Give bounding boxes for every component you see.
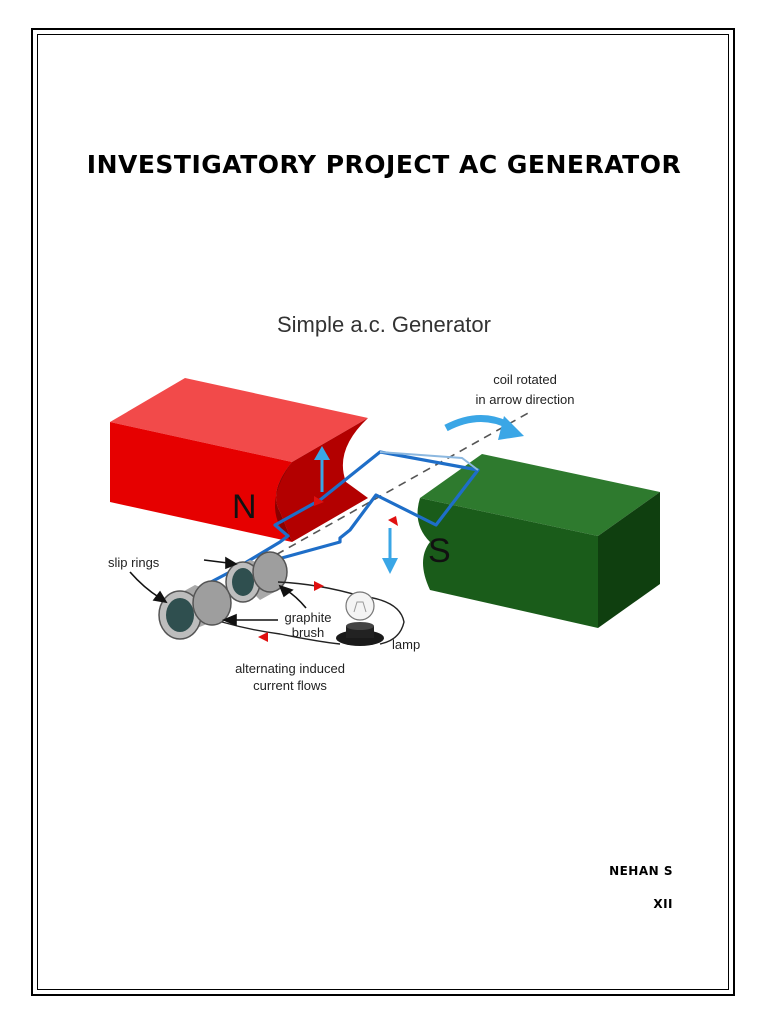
coil-label-line1: coil rotated (493, 372, 557, 387)
graphite-label-line2: brush (292, 625, 325, 640)
south-label: S (428, 532, 451, 570)
rotation-arrowhead (498, 416, 524, 440)
slip-rings-pointers (129, 556, 238, 604)
author-name: NEHAN S (609, 864, 673, 878)
graphite-label-line1: graphite (285, 610, 332, 625)
lamp-label: lamp (392, 637, 420, 652)
coil-wire-back (379, 451, 479, 471)
graphite-brush-pointers (221, 584, 307, 627)
page-title: Investigatory Project AC Generator (86, 150, 682, 179)
north-label: N (232, 488, 257, 526)
current-marker-top (314, 581, 324, 591)
force-arrow-up-head (314, 446, 330, 460)
current-marker-bottom (258, 632, 268, 642)
page-border-inner (37, 34, 729, 990)
current-label-line2: current flows (253, 678, 327, 693)
current-marker-south (388, 516, 398, 526)
lamp-icon (336, 591, 384, 646)
slip-ring-front (158, 580, 232, 640)
slip-rings-label: slip rings (108, 555, 160, 570)
force-arrow-down-head (382, 558, 398, 574)
south-magnet (417, 454, 660, 628)
current-marker-north (314, 496, 324, 506)
circuit-wire-bottom (221, 621, 341, 645)
current-label-line1: alternating induced (235, 661, 345, 676)
coil-label-line2: in arrow direction (476, 392, 575, 407)
rotation-arrow (444, 414, 512, 432)
page-border-outer (31, 28, 735, 996)
class-grade: XII (653, 897, 673, 911)
diagram-title: Simple a.c. Generator (277, 312, 491, 337)
coil-wire (191, 450, 480, 594)
slip-ring-back (225, 551, 288, 603)
generator-diagram: coil rotated in arrow direction N S slip… (108, 372, 660, 693)
